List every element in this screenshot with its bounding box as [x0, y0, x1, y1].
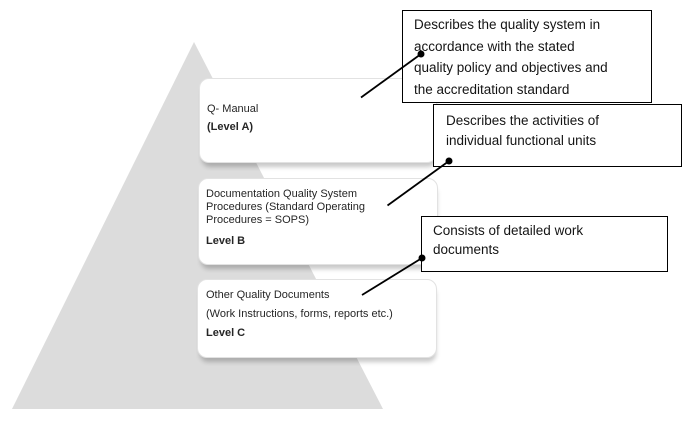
callout-b-line-1: Describes the activities of [446, 113, 600, 128]
callout-a-line-2: accordance with the stated [414, 38, 575, 54]
level-a-title: Q- Manual [207, 103, 259, 115]
level-c-subtext: (Work Instructions, forms, reports etc.) [206, 308, 393, 320]
level-b-box: Documentation Quality System Procedures … [198, 178, 438, 265]
callout-a-line-3: quality policy and objectives and [414, 60, 608, 75]
level-a-label: (Level A) [207, 121, 254, 133]
level-c-title: Other Quality Documents [206, 289, 330, 301]
callout-c-line-1: Consists of detailed work [433, 223, 584, 238]
level-c-box: Other Quality Documents (Work Instructio… [197, 279, 437, 358]
level-b-text-line-1: Documentation Quality System [206, 188, 358, 200]
callout-a-line-1: Describes the quality system in [414, 17, 601, 32]
callout-b-line-2: individual functional units [446, 132, 597, 148]
callout-c-line-2: documents [433, 242, 500, 257]
callout-level-b: Describes the activities of individual f… [433, 104, 682, 167]
callout-level-a: Describes the quality system in accordan… [402, 10, 652, 103]
level-b-text-line-3: Procedures = SOPS) [206, 214, 310, 226]
level-b-text-line-2: Procedures (Standard Operating [206, 201, 365, 213]
level-b-label: Level B [206, 235, 246, 247]
level-c-label: Level C [206, 327, 246, 339]
callout-a-line-4: the accreditation standard [414, 81, 570, 97]
callout-level-c: Consists of detailed work documents [421, 216, 668, 272]
